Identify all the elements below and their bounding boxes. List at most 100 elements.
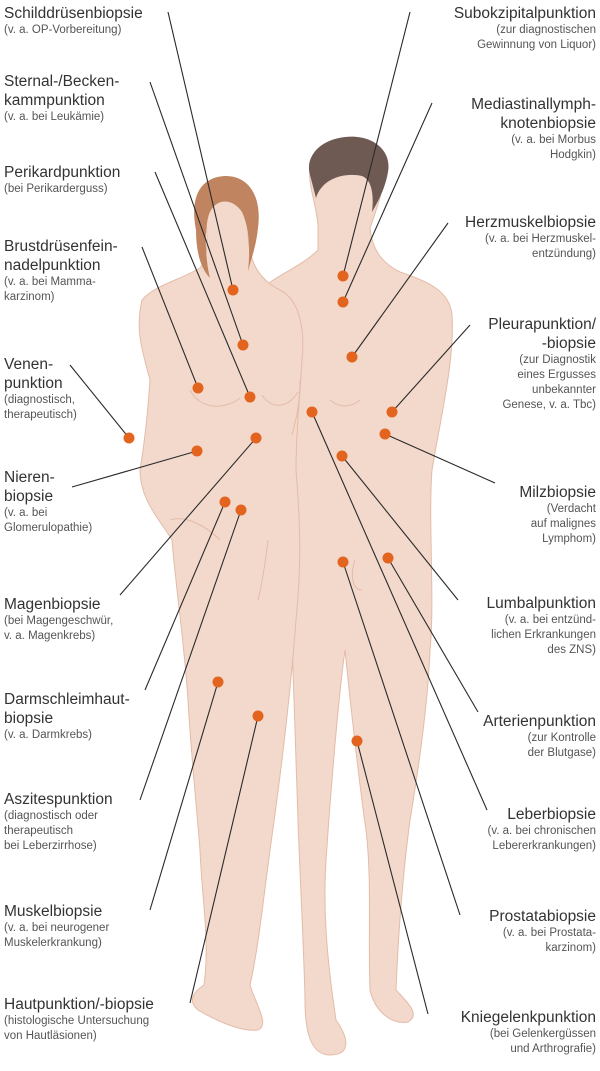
leader-line-brustdruesen — [141, 246, 199, 389]
label-subtitle: (v. a. bei Mamma-karzinom) — [4, 276, 96, 303]
point-muskel — [212, 676, 224, 688]
point-mediastinal — [337, 296, 349, 308]
label-haut: Hautpunktion/-biopsie (histologische Unte… — [4, 995, 194, 1044]
leader-line-mediastinal — [342, 102, 433, 303]
label-subtitle: (bei Magengeschwür,v. a. Magenkrebs) — [4, 615, 114, 642]
label-subtitle: (v. a. Darmkrebs) — [4, 729, 92, 741]
point-pleura — [386, 406, 398, 418]
label-brustdruesen: Brustdrüsenfein-nadelpunktion(v. a. bei … — [4, 237, 194, 305]
label-magen: Magenbiopsie (bei Magengeschwür,v. a. Mag… — [4, 595, 194, 644]
leader-line-schilddruese — [167, 11, 234, 291]
point-leber — [306, 406, 318, 418]
label-title: Sternal-/Becken-kammpunktion — [4, 73, 120, 109]
label-title: Leberbiopsie — [507, 806, 596, 823]
point-venen — [123, 432, 135, 444]
point-magen — [250, 432, 262, 444]
point-subokzipital — [337, 270, 349, 282]
point-arterien — [382, 552, 394, 564]
label-subtitle: (v. a. bei Prostata-karzinom) — [502, 927, 596, 954]
leader-line-darm — [144, 501, 226, 691]
leader-line-arterien — [387, 557, 479, 713]
label-lumbal: Lumbalpunktion (v. a. bei entzünd-lichen … — [406, 594, 596, 658]
leader-line-magen — [119, 437, 257, 596]
label-darm: Darmschleimhaut-biopsie(v. a. Darmkrebs) — [4, 690, 194, 743]
leader-line-pleura — [391, 324, 471, 413]
label-prostata: Prostatabiopsie (v. a. bei Prostata-karzi… — [406, 907, 596, 956]
male-hair — [308, 136, 389, 212]
leader-line-aszites — [139, 509, 242, 801]
leader-lines — [69, 11, 496, 1015]
point-lumbal — [336, 450, 348, 462]
label-title: Schilddrüsenbiopsie — [4, 5, 143, 22]
body-contours — [169, 379, 363, 601]
point-kniegelenk — [351, 735, 363, 747]
leader-line-kniegelenk — [356, 740, 429, 1015]
point-schilddruese — [227, 284, 239, 296]
leader-line-leber — [311, 411, 488, 811]
label-title: Subokzipitalpunktion — [453, 5, 596, 22]
label-sternal: Sternal-/Becken-kammpunktion (v. a. bei L… — [4, 72, 194, 125]
label-perikard: Perikardpunktion(bei Perikarderguss) — [4, 163, 194, 197]
leader-line-nieren — [71, 450, 198, 488]
label-title: Perikardpunktion — [4, 164, 121, 181]
label-title: Hautpunktion/-biopsie — [4, 996, 154, 1013]
label-subtitle: (v. a. OP-Vorbereitung) — [4, 24, 122, 36]
label-title: Lumbalpunktion — [486, 595, 596, 612]
leader-line-perikard — [154, 171, 251, 398]
point-prostata — [337, 556, 349, 568]
point-brustdruesen — [192, 382, 204, 394]
label-subtitle: (diagnostisch,therapeutisch) — [4, 394, 77, 421]
leader-line-venen — [69, 364, 130, 439]
point-haut — [252, 710, 264, 722]
label-title: Nieren-biopsie — [4, 469, 55, 505]
leader-line-muskel — [149, 681, 219, 911]
label-schilddruese: Schilddrüsenbiopsie (v. a. OP-Vorbereitun… — [4, 4, 194, 38]
label-title: Magenbiopsie — [4, 596, 101, 613]
leader-line-haut — [189, 715, 259, 1004]
label-venen: Venen-punktion(diagnostisch,therapeutisc… — [4, 355, 194, 423]
point-nieren — [191, 445, 203, 457]
leader-line-prostata — [342, 561, 461, 916]
label-subtitle: (v. a. bei Leukämie) — [4, 111, 105, 123]
leader-line-subokzipital — [342, 11, 411, 277]
label-title: Aszitespunktion — [4, 791, 113, 808]
point-milz — [379, 428, 391, 440]
puncture-points — [123, 270, 398, 747]
point-sternal — [237, 339, 249, 351]
label-herzmuskel: Herzmuskelbiopsie(v. a. bei Herzmuskel-e… — [406, 213, 596, 262]
label-title: Herzmuskelbiopsie — [465, 214, 596, 231]
label-title: Pleurapunktion/-biopsie — [488, 316, 596, 352]
female-hair — [194, 175, 259, 278]
leader-line-herzmuskel — [351, 222, 449, 358]
label-title: Muskelbiopsie — [4, 903, 103, 920]
point-darm — [219, 496, 231, 508]
leader-line-sternal — [149, 81, 244, 346]
label-mediastinal: Mediastinallymph-knotenbiopsie(v. a. bei… — [406, 95, 596, 163]
point-perikard — [244, 391, 256, 403]
label-title: Mediastinallymph-knotenbiopsie — [471, 96, 596, 132]
point-aszites — [235, 504, 247, 516]
label-title: Kniegelenkpunktion — [460, 1009, 596, 1026]
label-title: Prostatabiopsie — [489, 908, 596, 925]
